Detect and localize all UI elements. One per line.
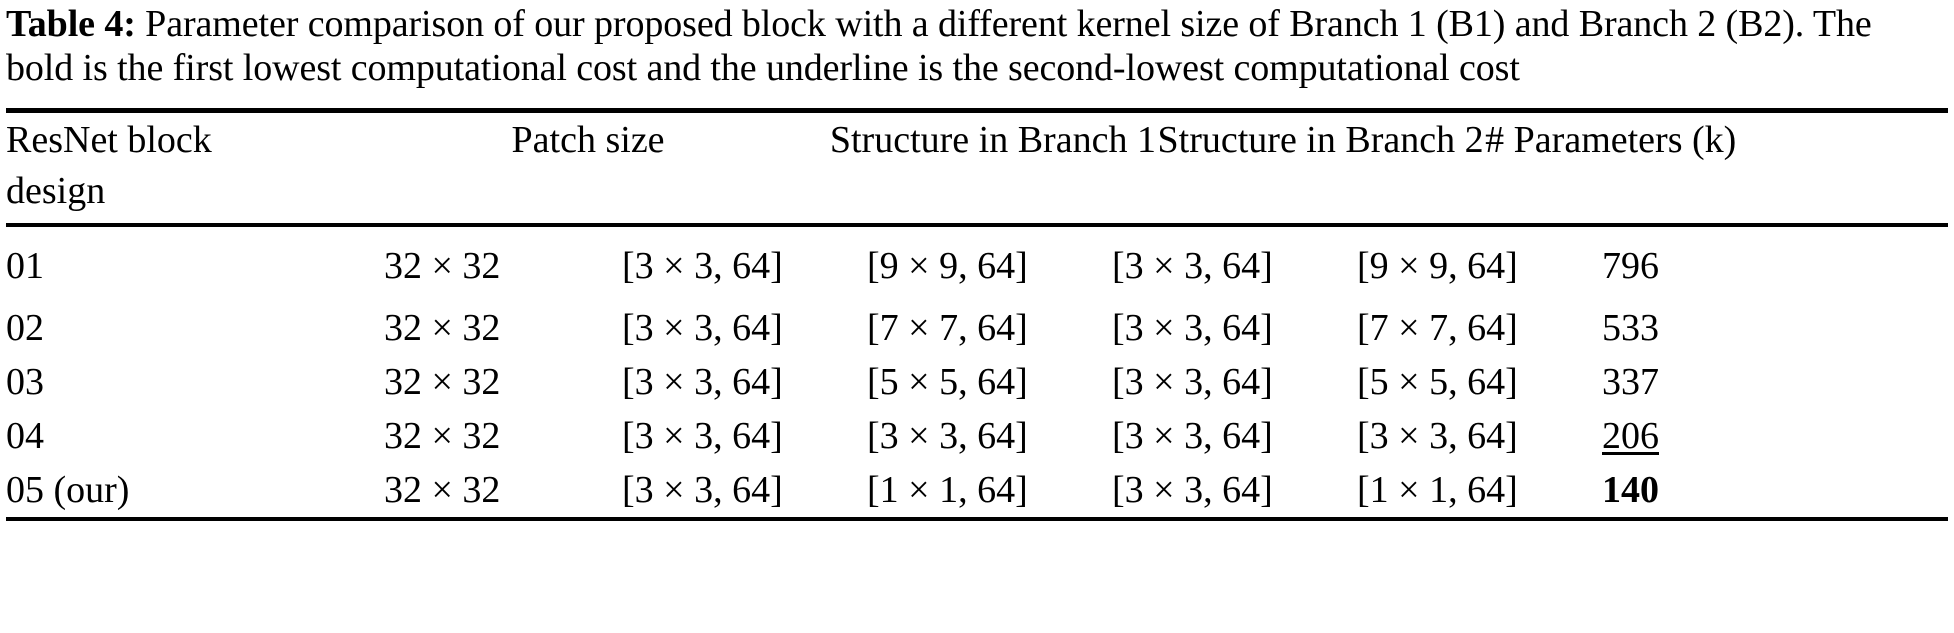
table-row: 03 32 × 32 [3 × 3, 64] [5 × 5, 64] [3 × 3, 6… <box>6 355 1948 409</box>
cell-design: 05 (our) <box>6 469 130 511</box>
cell-branch1-a: [3 × 3, 64] <box>622 415 783 457</box>
cell-branch2-a: [3 × 3, 64] <box>1112 307 1273 349</box>
header-spacer-3 <box>994 167 1158 223</box>
cell-branch1-b: [5 × 5, 64] <box>867 361 1028 403</box>
header-spacer-2 <box>830 167 994 223</box>
cell-parameters: 533 <box>1602 301 1948 355</box>
table-header-row-2: design <box>6 167 1948 223</box>
cell-patch-size: 32 × 32 <box>384 361 501 403</box>
table-top-rule <box>6 108 1948 113</box>
cell-branch2-b: [3 × 3, 64] <box>1357 415 1518 457</box>
table-row: 04 32 × 32 [3 × 3, 64] [3 × 3, 64] [3 × 3, 6… <box>6 409 1948 463</box>
cell-branch2-a: [3 × 3, 64] <box>1112 245 1273 287</box>
cell-branch1-a: [3 × 3, 64] <box>622 307 783 349</box>
cell-design: 04 <box>6 415 44 457</box>
cell-parameters: 337 <box>1602 355 1948 409</box>
header-patch-size: Patch size <box>511 119 665 161</box>
cell-parameters: 206 <box>1602 409 1948 463</box>
cell-patch-size: 32 × 32 <box>384 307 501 349</box>
table-header-group: ResNet block Patch size Structure in Bra… <box>6 113 1948 223</box>
cell-branch1-a: [3 × 3, 64] <box>622 469 783 511</box>
cell-parameters: 140 <box>1602 463 1948 517</box>
cell-design: 02 <box>6 307 44 349</box>
table-bottom-rule <box>6 517 1948 521</box>
parameters-value: 533 <box>1602 307 1659 349</box>
cell-branch1-a: [3 × 3, 64] <box>622 245 783 287</box>
cell-branch1-a: [3 × 3, 64] <box>622 361 783 403</box>
cell-parameters: 796 <box>1602 227 1948 301</box>
parameters-value: 337 <box>1602 361 1659 403</box>
cell-branch1-b: [9 × 9, 64] <box>867 245 1028 287</box>
cell-branch2-a: [3 × 3, 64] <box>1112 415 1273 457</box>
header-num-parameters: # Parameters (k) <box>1485 119 1737 161</box>
table-header-rule <box>6 223 1948 227</box>
table-caption: Table 4: Parameter comparison of our pro… <box>6 0 1948 90</box>
table-body: 01 32 × 32 [3 × 3, 64] [9 × 9, 64] [3 × 3, 6… <box>6 227 1948 517</box>
parameters-value: 796 <box>1602 245 1659 287</box>
cell-patch-size: 32 × 32 <box>384 415 501 457</box>
table-row: 02 32 × 32 [3 × 3, 64] [7 × 7, 64] [3 × 3, 6… <box>6 301 1948 355</box>
cell-branch1-b: [1 × 1, 64] <box>867 469 1028 511</box>
header-resnet-block-design: ResNet block <box>6 119 212 161</box>
cell-branch2-a: [3 × 3, 64] <box>1112 469 1273 511</box>
header-spacer-6 <box>1485 167 1948 223</box>
cell-patch-size: 32 × 32 <box>384 245 501 287</box>
cell-branch2-a: [3 × 3, 64] <box>1112 361 1273 403</box>
caption-text: Parameter comparison of our proposed blo… <box>6 3 1872 89</box>
header-structure-branch-1: Structure in Branch 1 <box>829 119 1156 161</box>
cell-branch2-b: [7 × 7, 64] <box>1357 307 1518 349</box>
cell-branch1-b: [3 × 3, 64] <box>867 415 1028 457</box>
parameters-value: 140 <box>1602 469 1659 511</box>
cell-patch-size: 32 × 32 <box>384 469 501 511</box>
header-resnet-block-design-line2: design <box>6 170 106 212</box>
caption-label: Table 4: <box>6 3 136 45</box>
cell-branch2-b: [9 × 9, 64] <box>1357 245 1518 287</box>
header-structure-branch-2: Structure in Branch 2 <box>1157 119 1484 161</box>
table-row: 05 (our) 32 × 32 [3 × 3, 64] [1 × 1, 64] [3 … <box>6 463 1948 517</box>
parameters-value: 206 <box>1602 415 1659 457</box>
header-spacer-1 <box>512 167 830 223</box>
parameter-comparison-table: ResNet block Patch size Structure in Bra… <box>6 113 1948 223</box>
table-header-row-1: ResNet block Patch size Structure in Bra… <box>6 113 1948 167</box>
cell-design: 03 <box>6 361 44 403</box>
header-spacer-4 <box>1158 167 1322 223</box>
header-spacer-5 <box>1321 167 1485 223</box>
cell-design: 01 <box>6 245 44 287</box>
cell-branch2-b: [5 × 5, 64] <box>1357 361 1518 403</box>
parameter-comparison-table-body: 01 32 × 32 [3 × 3, 64] [9 × 9, 64] [3 × 3, 6… <box>6 227 1948 517</box>
cell-branch1-b: [7 × 7, 64] <box>867 307 1028 349</box>
cell-branch2-b: [1 × 1, 64] <box>1357 469 1518 511</box>
table-row: 01 32 × 32 [3 × 3, 64] [9 × 9, 64] [3 × 3, 6… <box>6 227 1948 301</box>
